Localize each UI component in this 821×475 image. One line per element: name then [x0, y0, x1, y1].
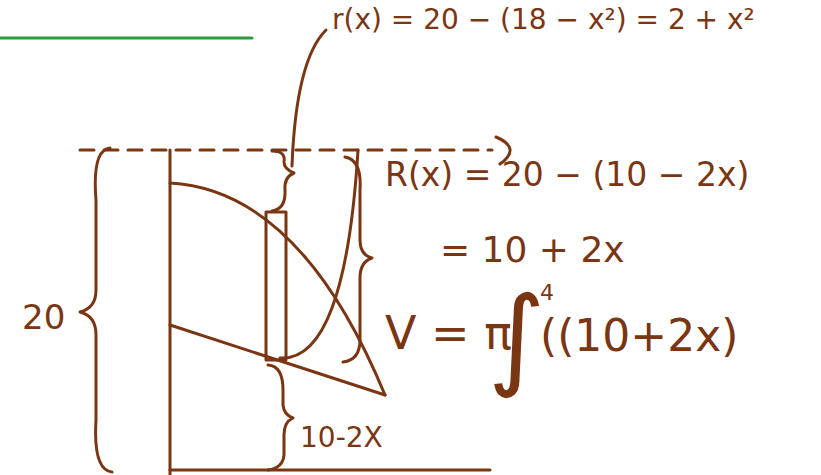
formula-label: r(x) = 20 − (18 − x²) = 2 + x² — [332, 6, 755, 34]
limit-label: 4 — [540, 282, 554, 304]
integral-sign: ∫ — [488, 282, 545, 392]
formula-label: = 10 + 2x — [440, 232, 625, 268]
leader-line — [292, 30, 326, 166]
brace — [272, 151, 294, 211]
formula-label: = 10 + 2x — [440, 232, 625, 268]
formula-label: r(x) = 20 − (18 − x²) = 2 + x² — [332, 6, 755, 34]
dimension-label: 10-2X — [300, 424, 383, 452]
x-axis — [170, 469, 490, 472]
rotation-axis — [80, 149, 492, 152]
formula-label: R(x) = 20 − (10 − 2x) — [385, 158, 749, 191]
sketch-curve — [280, 150, 358, 358]
brace — [268, 365, 293, 470]
dimension-label: 20 — [22, 300, 65, 334]
dimension-label: 20 — [22, 300, 65, 334]
green-rule — [0, 37, 252, 40]
formula-label: ((10+2x) — [540, 314, 738, 358]
brace — [80, 148, 112, 472]
limit-label: 4 — [540, 282, 554, 304]
formula-label: R(x) = 20 − (10 − 2x) — [385, 158, 749, 191]
y-axis — [169, 150, 172, 475]
formula-label: ((10+2x) — [540, 314, 738, 358]
slice-rectangle — [266, 212, 286, 360]
dimension-label: 10-2X — [300, 424, 383, 452]
integral-sign: ∫ — [488, 282, 545, 392]
brace — [343, 157, 372, 362]
